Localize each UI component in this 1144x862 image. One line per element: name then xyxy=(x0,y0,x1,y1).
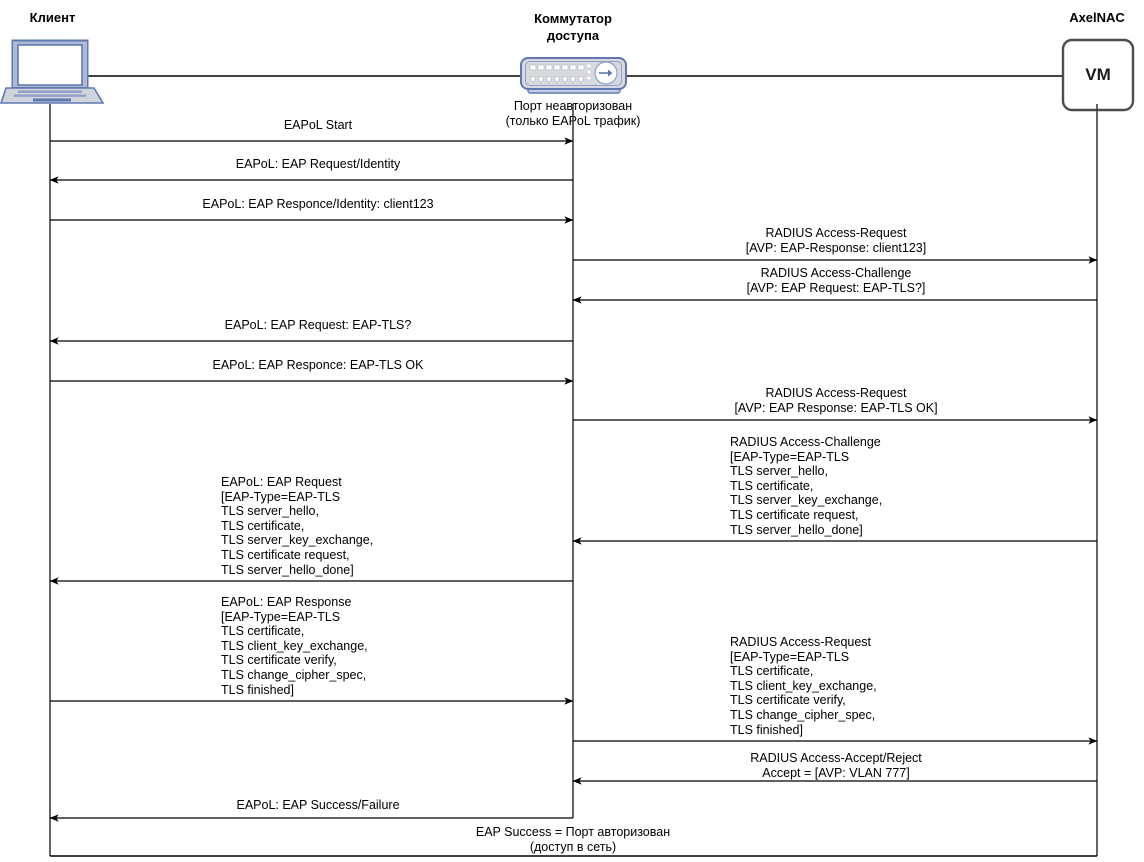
vm-label-wrap: VM xyxy=(1063,40,1133,110)
message-label-m13: RADIUS Access-Accept/Reject Accept = [AV… xyxy=(750,751,922,780)
message-label-m2: EAPoL: EAP Request/Identity xyxy=(235,157,401,171)
message-label-m7: EAPoL: EAP Responce: EAP-TLS OK xyxy=(212,358,424,372)
message-label-m4: RADIUS Access-Request [AVP: EAP-Response… xyxy=(745,226,927,255)
message-label-m9: RADIUS Access-Challenge [EAP-Type=EAP-TL… xyxy=(730,435,883,537)
node-title-nac: AxelNAC xyxy=(1069,10,1125,25)
message-label-m3: EAPoL: EAP Responce/Identity: client123 xyxy=(202,197,434,211)
laptop-icon xyxy=(0,39,105,104)
vm-icon xyxy=(1061,38,1135,112)
message-label-m1: EAPoL Start xyxy=(283,118,353,132)
message-label-m14: EAPoL: EAP Success/Failure xyxy=(236,798,400,812)
vm-label: VM xyxy=(1085,65,1111,84)
message-label-m10: EAPoL: EAP Request [EAP-Type=EAP-TLS TLS… xyxy=(221,475,374,577)
note-bottom-line2: (доступ в сеть) xyxy=(529,840,617,854)
message-label-m11: EAPoL: EAP Response [EAP-Type=EAP-TLS TL… xyxy=(221,595,368,697)
node-title-client: Клиент xyxy=(29,10,76,25)
note-bottom: EAP Success = Порт авторизован (доступ в… xyxy=(453,825,693,855)
message-label-m12: RADIUS Access-Request [EAP-Type=EAP-TLS … xyxy=(730,635,877,737)
message-label-m6: EAPoL: EAP Request: EAP-TLS? xyxy=(224,318,412,332)
message-label-m5: RADIUS Access-Challenge [AVP: EAP Reques… xyxy=(746,266,926,295)
message-label-m8: RADIUS Access-Request [AVP: EAP Response… xyxy=(734,386,938,415)
node-title-switch: Коммутатор доступа xyxy=(534,11,612,43)
note-bottom-line1: EAP Success = Порт авторизован xyxy=(475,825,671,839)
switch-icon xyxy=(520,57,627,94)
